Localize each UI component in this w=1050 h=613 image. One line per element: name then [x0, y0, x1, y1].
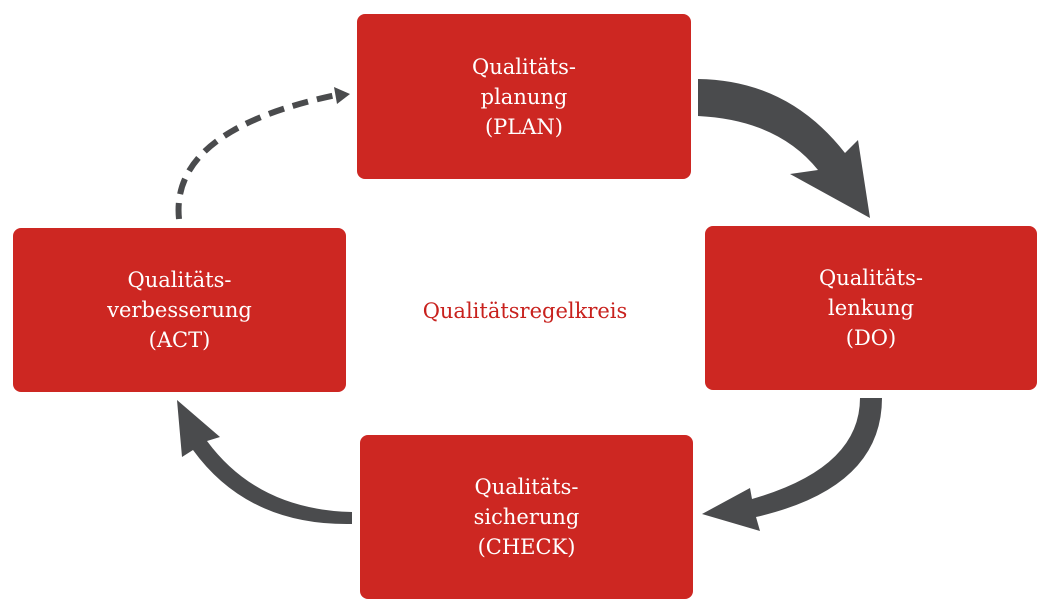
act-box-line-2: verbesserung	[107, 298, 252, 322]
check-box-line-3: (CHECK)	[477, 535, 576, 559]
check-box-line-1: Qualitäts-	[474, 475, 579, 499]
arrow-act-to-plan	[175, 87, 350, 220]
do-box: Qualitäts- lenkung (DO)	[705, 226, 1037, 390]
arrow-do-to-check	[702, 398, 882, 531]
do-box-line-2: lenkung	[828, 296, 914, 320]
arrow-check-to-act	[177, 400, 352, 525]
plan-box-line-2: planung	[480, 84, 568, 109]
act-box-line-3: (ACT)	[148, 328, 211, 352]
arrow-plan-to-do	[698, 79, 870, 218]
plan-box-line-3: (PLAN)	[484, 114, 563, 139]
check-box: Qualitäts- sicherung (CHECK)	[360, 435, 693, 599]
diagram-center-label: Qualitätsregelkreis	[422, 299, 628, 323]
plan-box-line-1: Qualitäts-	[472, 54, 576, 79]
act-box-line-1: Qualitäts-	[127, 268, 232, 292]
act-box: Qualitäts- verbesserung (ACT)	[13, 228, 346, 392]
do-box-line-1: Qualitäts-	[819, 266, 923, 290]
check-box-line-2: sicherung	[473, 505, 580, 529]
do-box-line-3: (DO)	[845, 326, 897, 350]
plan-box: Qualitäts- planung (PLAN)	[357, 14, 691, 179]
